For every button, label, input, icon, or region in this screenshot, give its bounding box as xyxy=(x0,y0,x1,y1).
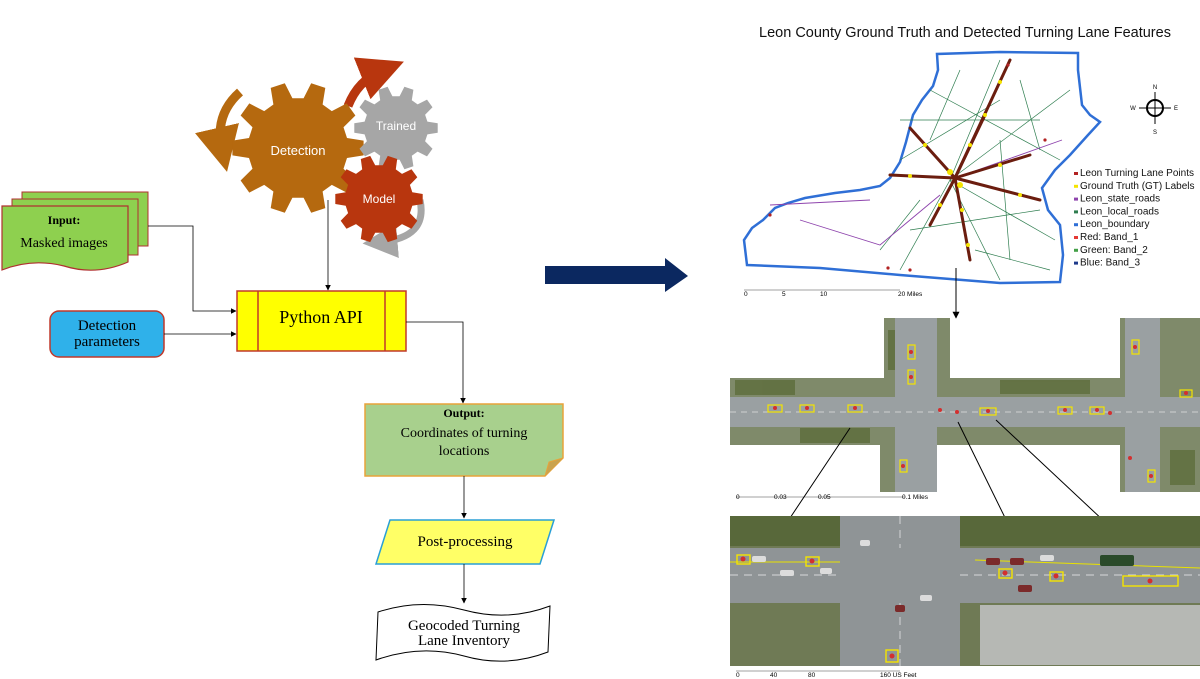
legend-label: Leon Turning Lane Points xyxy=(1080,168,1194,179)
detection-gear-label: Detection xyxy=(271,143,326,158)
output-line2: locations xyxy=(439,444,490,459)
scale-bar-county: 0 5 10 20 Miles xyxy=(744,290,923,298)
legend-item: Leon_local_roads xyxy=(1074,206,1159,217)
inventory-line1: Geocoded Turning xyxy=(408,618,521,634)
legend-label: Green: Band_2 xyxy=(1080,245,1148,256)
legend-item: Leon_state_roads xyxy=(1074,194,1160,205)
trained-gear: Trained xyxy=(354,87,437,169)
scale3-t1: 40 xyxy=(770,672,778,679)
legend-swatch xyxy=(1074,223,1078,226)
map-title: Leon County Ground Truth and Detected Tu… xyxy=(759,25,1171,41)
legend-swatch xyxy=(1074,198,1078,201)
intersection-aerial-image xyxy=(730,318,1200,492)
scale3-t3: 160 US Feet xyxy=(880,672,917,679)
scale2-t3: 0.1 Miles xyxy=(902,494,929,501)
post-processing-box: Post-processing xyxy=(376,520,554,564)
params-line2: parameters xyxy=(74,334,140,350)
inventory-line2: Lane Inventory xyxy=(418,633,511,649)
api-to-output-connector xyxy=(406,322,463,403)
scale2-t0: 0 xyxy=(736,494,740,501)
scale3-t2: 80 xyxy=(808,672,816,679)
legend-label: Leon_local_roads xyxy=(1080,206,1159,217)
legend-item: Leon Turning Lane Points xyxy=(1074,168,1194,179)
trained-gear-label: Trained xyxy=(376,119,416,133)
scale-bar-closeup: 0 40 80 160 US Feet xyxy=(736,671,917,679)
input-text: Masked images xyxy=(20,236,107,251)
closeup-aerial-image xyxy=(730,516,1200,666)
scale-bar-intersection: 0 0.03 0.05 0.1 Miles xyxy=(736,494,929,501)
output-box: Output: Coordinates of turning locations xyxy=(365,404,563,476)
python-api-box: Python API xyxy=(237,291,406,351)
compass-w: W xyxy=(1130,106,1136,112)
legend-label: Blue: Band_3 xyxy=(1080,258,1140,269)
compass-n: N xyxy=(1153,85,1157,91)
input-to-api-connector xyxy=(148,226,236,311)
scale1-t3: 20 Miles xyxy=(898,291,923,298)
input-documents: Input: Masked images xyxy=(2,192,148,270)
output-line1: Coordinates of turning xyxy=(401,426,528,441)
legend-item: Leon_boundary xyxy=(1074,219,1150,230)
scale2-t2: 0.05 xyxy=(818,494,831,501)
legend-swatch xyxy=(1074,249,1078,252)
legend-label: Leon_state_roads xyxy=(1080,194,1160,205)
compass-rose-icon: N S E W xyxy=(1130,85,1178,136)
python-api-label: Python API xyxy=(279,307,363,327)
legend-swatch xyxy=(1074,210,1078,213)
legend-item: Ground Truth (GT) Labels xyxy=(1074,181,1195,192)
legend-label: Red: Band_1 xyxy=(1080,232,1139,243)
compass-e: E xyxy=(1174,106,1178,112)
detection-parameters-box: Detection parameters xyxy=(50,311,164,357)
output-title: Output: xyxy=(443,406,484,420)
legend-label: Ground Truth (GT) Labels xyxy=(1080,181,1195,192)
legend-item: Blue: Band_3 xyxy=(1074,258,1140,269)
scale2-t1: 0.03 xyxy=(774,494,787,501)
scale1-t1: 5 xyxy=(782,291,786,298)
legend-item: Green: Band_2 xyxy=(1074,245,1148,256)
legend-swatch xyxy=(1074,172,1078,175)
legend-item: Red: Band_1 xyxy=(1074,232,1139,243)
legend-label: Leon_boundary xyxy=(1080,219,1150,230)
post-processing-label: Post-processing xyxy=(418,534,513,550)
model-gear-label: Model xyxy=(363,192,396,206)
input-title: Input: xyxy=(48,213,81,227)
legend-swatch xyxy=(1074,185,1078,188)
params-line1: Detection xyxy=(78,318,137,334)
leon-county-map xyxy=(744,52,1100,283)
geocoded-inventory-box: Geocoded Turning Lane Inventory xyxy=(376,604,550,661)
legend-swatch xyxy=(1074,236,1078,239)
big-transition-arrow xyxy=(545,258,688,292)
scale1-t0: 0 xyxy=(744,291,748,298)
scale3-t0: 0 xyxy=(736,672,740,679)
compass-s: S xyxy=(1153,130,1157,136)
legend-swatch xyxy=(1074,262,1078,265)
scale1-t2: 10 xyxy=(820,291,828,298)
